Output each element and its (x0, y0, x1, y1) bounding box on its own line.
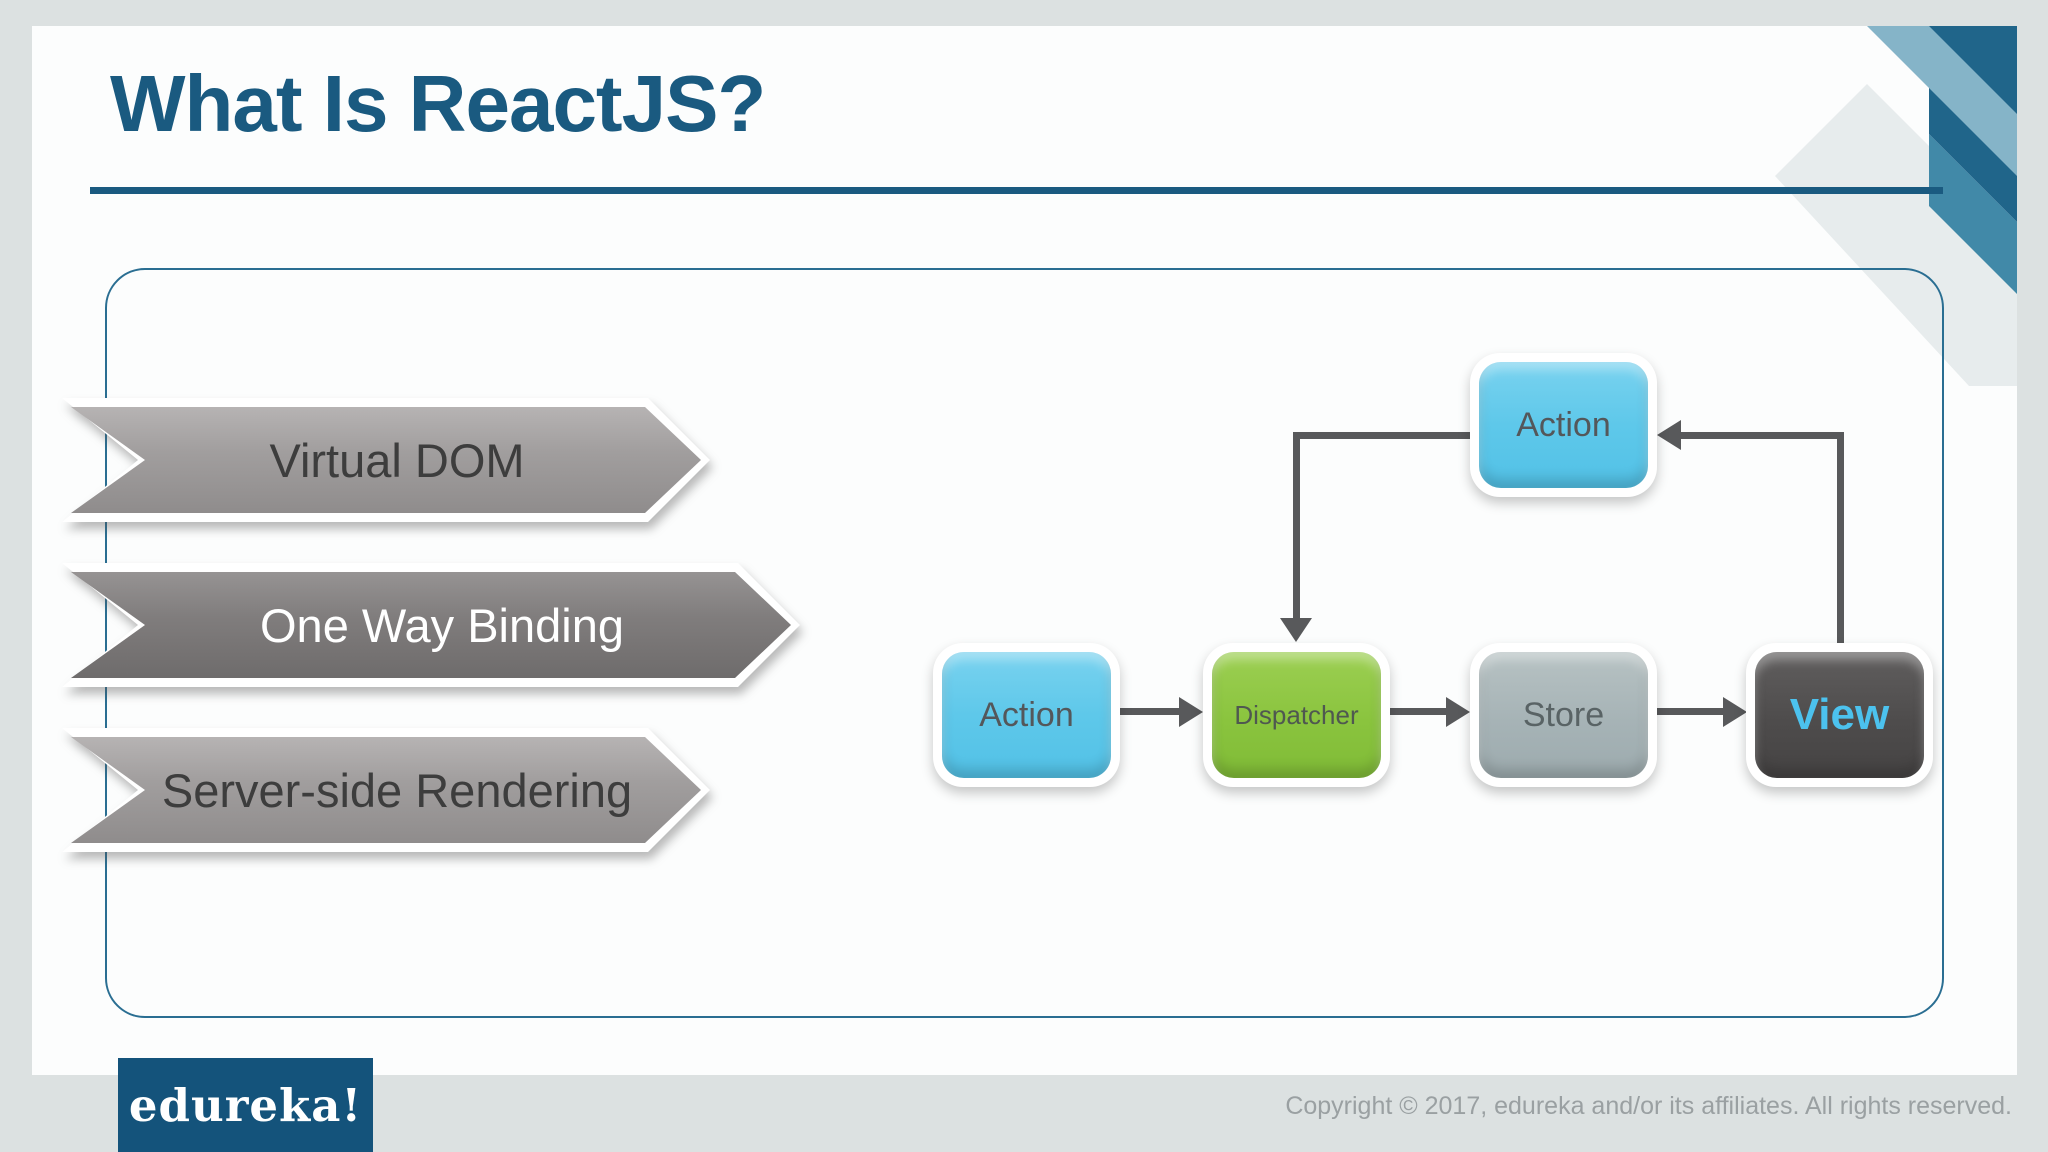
flux-node-label: Action (1479, 362, 1648, 488)
title-underline (90, 187, 1943, 194)
slide-title: What Is ReactJS? (110, 59, 766, 148)
feature-banner-virtual-dom: Virtual DOM (62, 398, 710, 522)
flux-node-view: View (1746, 643, 1933, 787)
edureka-logo-text: edureka! (128, 1078, 363, 1132)
corner-accent-decoration (1775, 26, 2017, 386)
feature-banner-server-side-rendering: Server-side Rendering (62, 728, 710, 852)
flux-node-store: Store (1470, 643, 1657, 787)
feature-banner-one-way-binding: One Way Binding (62, 563, 800, 687)
flux-node-action-top: Action (1470, 353, 1657, 497)
copyright-text: Copyright © 2017, edureka and/or its aff… (1285, 1092, 2012, 1120)
feature-banner-label: Server-side Rendering (71, 737, 701, 843)
flux-node-label: Dispatcher (1212, 652, 1381, 778)
slide-canvas (32, 26, 2017, 1075)
feature-banner-label: One Way Binding (71, 572, 791, 678)
edureka-logo: edureka! (118, 1058, 373, 1152)
flux-node-label: Action (942, 652, 1111, 778)
feature-banner-label: Virtual DOM (71, 407, 701, 513)
flux-node-label: View (1755, 652, 1924, 778)
flux-node-label: Store (1479, 652, 1648, 778)
flux-node-dispatcher: Dispatcher (1203, 643, 1390, 787)
content-panel (105, 268, 1944, 1018)
flux-node-action: Action (933, 643, 1120, 787)
